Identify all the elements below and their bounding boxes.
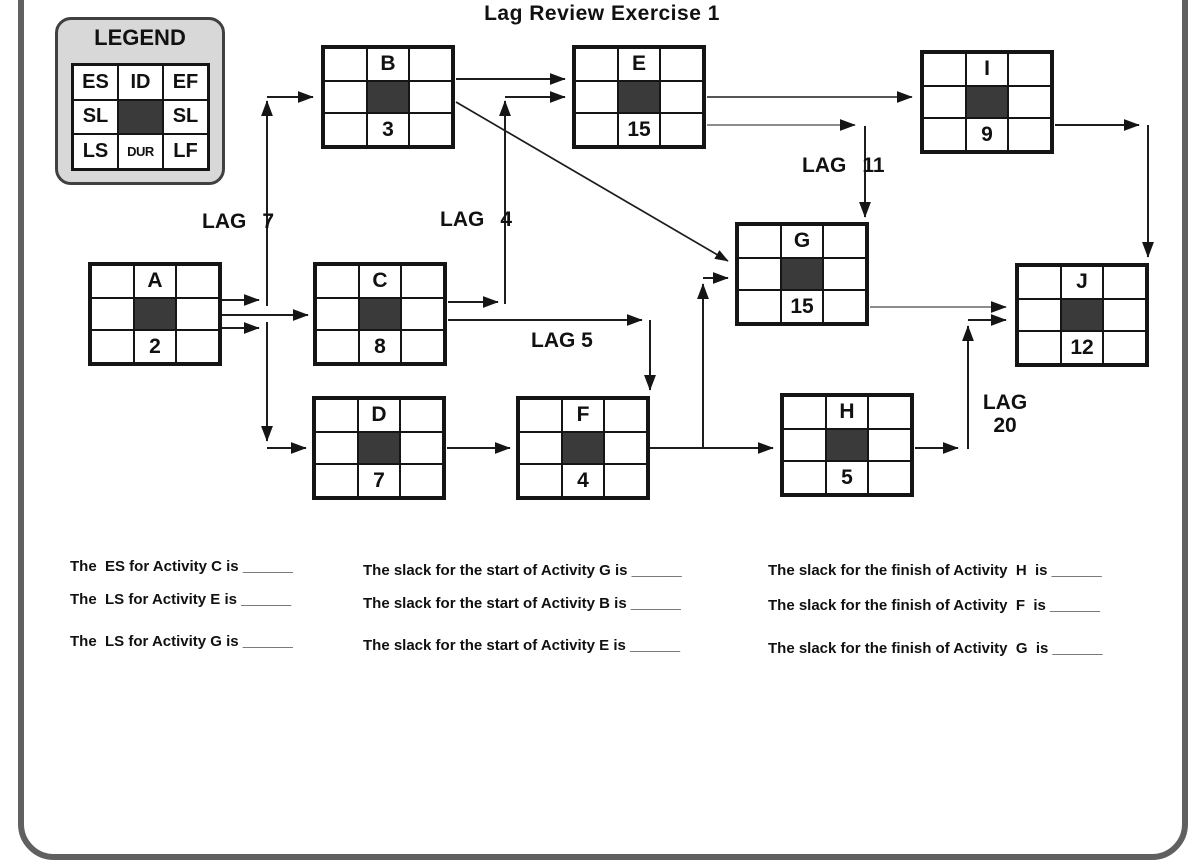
activity-center [561, 431, 605, 465]
edge-C-F [448, 314, 656, 391]
question-slack-start-e: The slack for the start of Activity E is… [363, 637, 681, 654]
legend-cell-dur: DUR [118, 134, 163, 169]
legend-cell-center [118, 99, 163, 135]
lag-label-5: LAG 5 [531, 329, 593, 352]
activity-id: A [133, 265, 177, 298]
activity-center [357, 431, 401, 465]
legend-title: LEGEND [94, 25, 186, 50]
question-slack-finish-g: The slack for the finish of Activity G i… [768, 640, 1103, 657]
legend-cell-id: ID [118, 65, 163, 100]
activity-node-h: H 5 [780, 393, 914, 497]
question-slack-finish-f: The slack for the finish of Activity F i… [768, 597, 1101, 614]
activity-id: D [357, 399, 401, 432]
legend-cell-ef: EF [163, 65, 208, 100]
activity-duration: 15 [780, 290, 824, 323]
question-slack-start-g: The slack for the start of Activity G is… [363, 562, 682, 579]
activity-center [133, 297, 177, 331]
activity-duration: 4 [561, 464, 605, 497]
activity-duration: 7 [357, 464, 401, 497]
activity-duration: 12 [1060, 331, 1104, 364]
activity-center [1060, 298, 1104, 332]
activity-id: C [358, 265, 402, 298]
question-slack-start-b: The slack for the start of Activity B is… [363, 595, 681, 612]
edge-F-G [697, 272, 729, 448]
activity-node-c: C 8 [313, 262, 447, 366]
dependency-arrows [222, 73, 1154, 454]
activity-center [366, 80, 410, 114]
edge-E-G [707, 119, 871, 218]
activity-id: J [1060, 266, 1104, 299]
activity-duration: 5 [825, 461, 869, 494]
activity-duration: 3 [366, 113, 410, 146]
activity-duration: 9 [965, 118, 1009, 151]
edge-A-B [222, 91, 314, 306]
activity-id: I [965, 53, 1009, 86]
activity-id: H [825, 396, 869, 429]
activity-id: F [561, 399, 605, 432]
activity-duration: 8 [358, 330, 402, 363]
legend-cell-es: ES [73, 65, 118, 100]
activity-id: E [617, 48, 661, 81]
activity-center [965, 85, 1009, 119]
activity-center [617, 80, 661, 114]
activity-center [780, 257, 824, 291]
activity-node-g: G 15 [735, 222, 869, 326]
activity-id: G [780, 225, 824, 258]
legend-cell-sl-left: SL [73, 99, 118, 135]
activity-node-j: J 12 [1015, 263, 1149, 367]
edge-C-E [448, 91, 566, 308]
activity-id: B [366, 48, 410, 81]
question-ls-activity-e: The LS for Activity E is ______ [70, 591, 292, 608]
activity-duration: 2 [133, 330, 177, 363]
legend-cell-sl-right: SL [163, 99, 208, 135]
activity-center [358, 297, 402, 331]
question-slack-finish-h: The slack for the finish of Activity H i… [768, 562, 1102, 579]
legend-cell-ls: LS [73, 134, 118, 169]
lag-label-20: LAG 20 [982, 391, 1028, 437]
question-es-activity-c: The ES for Activity C is ______ [70, 558, 293, 575]
edge-H-J [915, 314, 1007, 454]
activity-node-e: E 15 [572, 45, 706, 149]
edge-B-G [455, 101, 729, 262]
legend-cell-lf: LF [163, 134, 208, 169]
legend-box: LEGEND ES ID EF SL SL LS DUR LF [55, 17, 225, 185]
page-title: Lag Review Exercise 1 [484, 2, 720, 25]
activity-node-f: F 4 [516, 396, 650, 500]
question-ls-activity-g: The LS for Activity G is ______ [70, 633, 293, 650]
activity-node-a: A 2 [88, 262, 222, 366]
legend-grid: ES ID EF SL SL LS DUR LF [71, 63, 210, 171]
activity-center [825, 428, 869, 462]
activity-duration: 15 [617, 113, 661, 146]
activity-node-b: B 3 [321, 45, 455, 149]
activity-node-i: I 9 [920, 50, 1054, 154]
edge-I-J [1055, 119, 1154, 258]
edge-A-D [222, 322, 307, 454]
activity-node-d: D 7 [312, 396, 446, 500]
